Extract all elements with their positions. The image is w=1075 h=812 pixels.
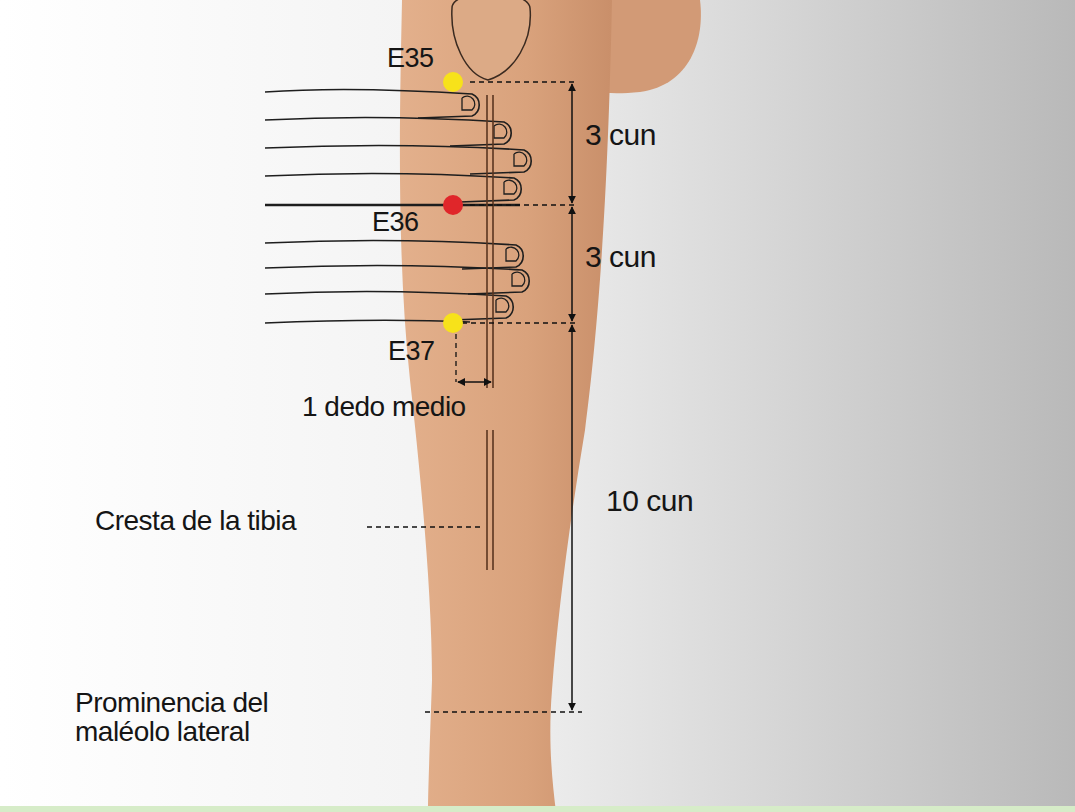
tibia-crest-line — [492, 430, 494, 570]
tibia-crest-line — [492, 95, 494, 388]
finger-edge — [265, 145, 531, 174]
point-label: E35 — [387, 44, 434, 74]
dimension-label: 1 dedo medio — [302, 392, 466, 423]
dimension-arrow — [571, 207, 573, 321]
kneecap-outline — [452, 0, 531, 80]
finger-edge — [265, 173, 521, 202]
dashed-guide — [470, 81, 575, 82]
bottom-strip — [0, 806, 1075, 812]
dashed-guide — [470, 204, 575, 205]
point-label: E36 — [372, 208, 419, 238]
acupoint-dot — [443, 72, 463, 92]
acupoint-dot — [443, 195, 463, 215]
finger-edge — [265, 291, 513, 320]
dimension-label: 3 cun — [585, 118, 656, 151]
acupoint-dot — [443, 313, 463, 333]
point-label: E37 — [388, 337, 435, 367]
finger-outline — [265, 89, 479, 118]
finger-outline — [265, 265, 529, 294]
dimension-label: 3 cun — [585, 240, 656, 273]
finger-nail — [514, 152, 527, 166]
dashed-guide — [425, 711, 582, 712]
tibia-crest-line — [486, 95, 488, 388]
dimension-arrow — [571, 84, 573, 203]
dimension-arrow — [458, 381, 491, 383]
finger-edge — [265, 265, 529, 294]
dashed-guide — [455, 334, 456, 382]
dimension-arrow — [571, 325, 573, 710]
dimension-label: 10 cun — [606, 484, 693, 517]
finger-nail — [506, 247, 519, 261]
finger-nail — [504, 180, 517, 194]
finger-outline — [265, 145, 531, 174]
part-label: Prominencia del maléolo lateral — [75, 688, 355, 746]
finger-edge — [265, 320, 470, 323]
finger-edge — [265, 117, 511, 146]
finger-nail — [512, 272, 525, 286]
part-label: Cresta de la tibia — [95, 506, 296, 537]
finger-outline — [265, 117, 511, 146]
finger-nail — [494, 124, 507, 138]
dashed-guide — [367, 526, 484, 527]
finger-outline — [265, 291, 513, 320]
tibia-crest-line — [486, 430, 488, 570]
finger-nail — [496, 298, 509, 312]
finger-outline — [265, 173, 521, 202]
finger-nail — [462, 96, 475, 110]
dashed-guide — [462, 322, 575, 323]
finger-edge — [265, 89, 479, 118]
